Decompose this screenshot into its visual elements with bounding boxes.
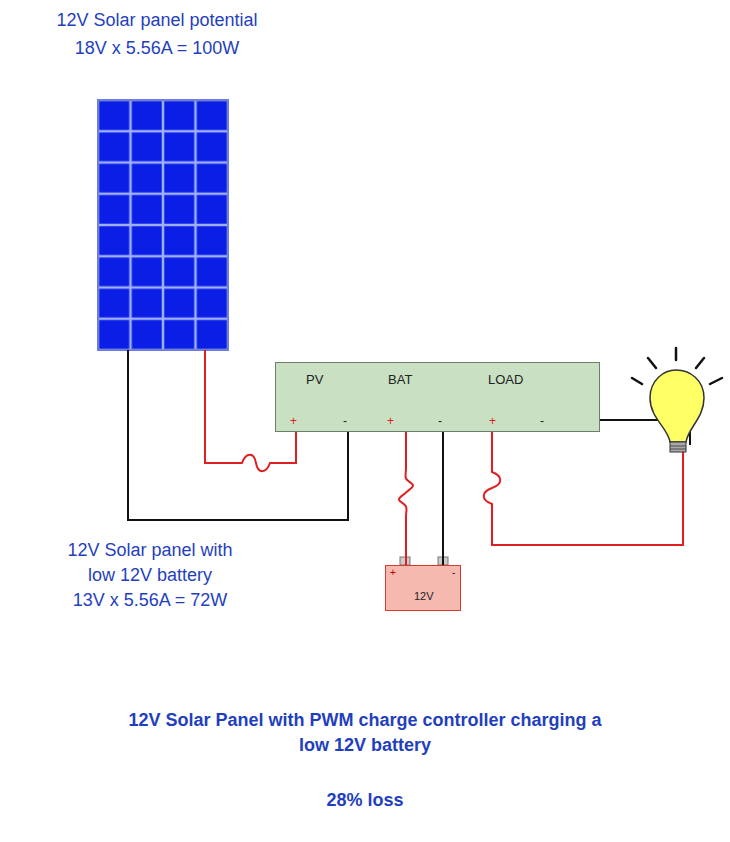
light-bulb (632, 348, 722, 452)
terminal-group-label: LOAD (488, 373, 523, 387)
pv-negative-wire (128, 350, 348, 520)
annotation: 13V x 5.56A = 72W (73, 590, 228, 611)
polarity-mark: - (452, 567, 455, 578)
polarity-mark: - (438, 415, 442, 428)
annotation: low 12V battery (88, 565, 212, 586)
charge-controller: PV BAT LOAD + - + - + - (275, 362, 600, 432)
battery-negative-wire (442, 432, 444, 565)
annotation: 18V x 5.56A = 100W (75, 38, 240, 59)
terminal-group-label: BAT (388, 373, 412, 387)
terminal-group-label: PV (306, 373, 323, 387)
annotation: 12V Solar panel potential (56, 10, 257, 31)
polarity-mark: - (540, 415, 544, 428)
load-positive-wire (484, 432, 683, 545)
battery-positive-wire (399, 432, 413, 565)
polarity-mark: + (390, 567, 396, 578)
battery: + - 12V (385, 565, 461, 611)
loss-note: 28% loss (326, 790, 403, 811)
polarity-mark: 12V (414, 590, 434, 602)
caption: 12V Solar Panel with PWM charge controll… (125, 708, 605, 758)
polarity-mark: + (489, 415, 496, 428)
solar-panel (98, 100, 228, 350)
polarity-mark: - (343, 415, 347, 428)
polarity-mark: + (290, 415, 297, 428)
annotation: 12V Solar panel with (67, 540, 232, 561)
polarity-mark: + (387, 415, 394, 428)
